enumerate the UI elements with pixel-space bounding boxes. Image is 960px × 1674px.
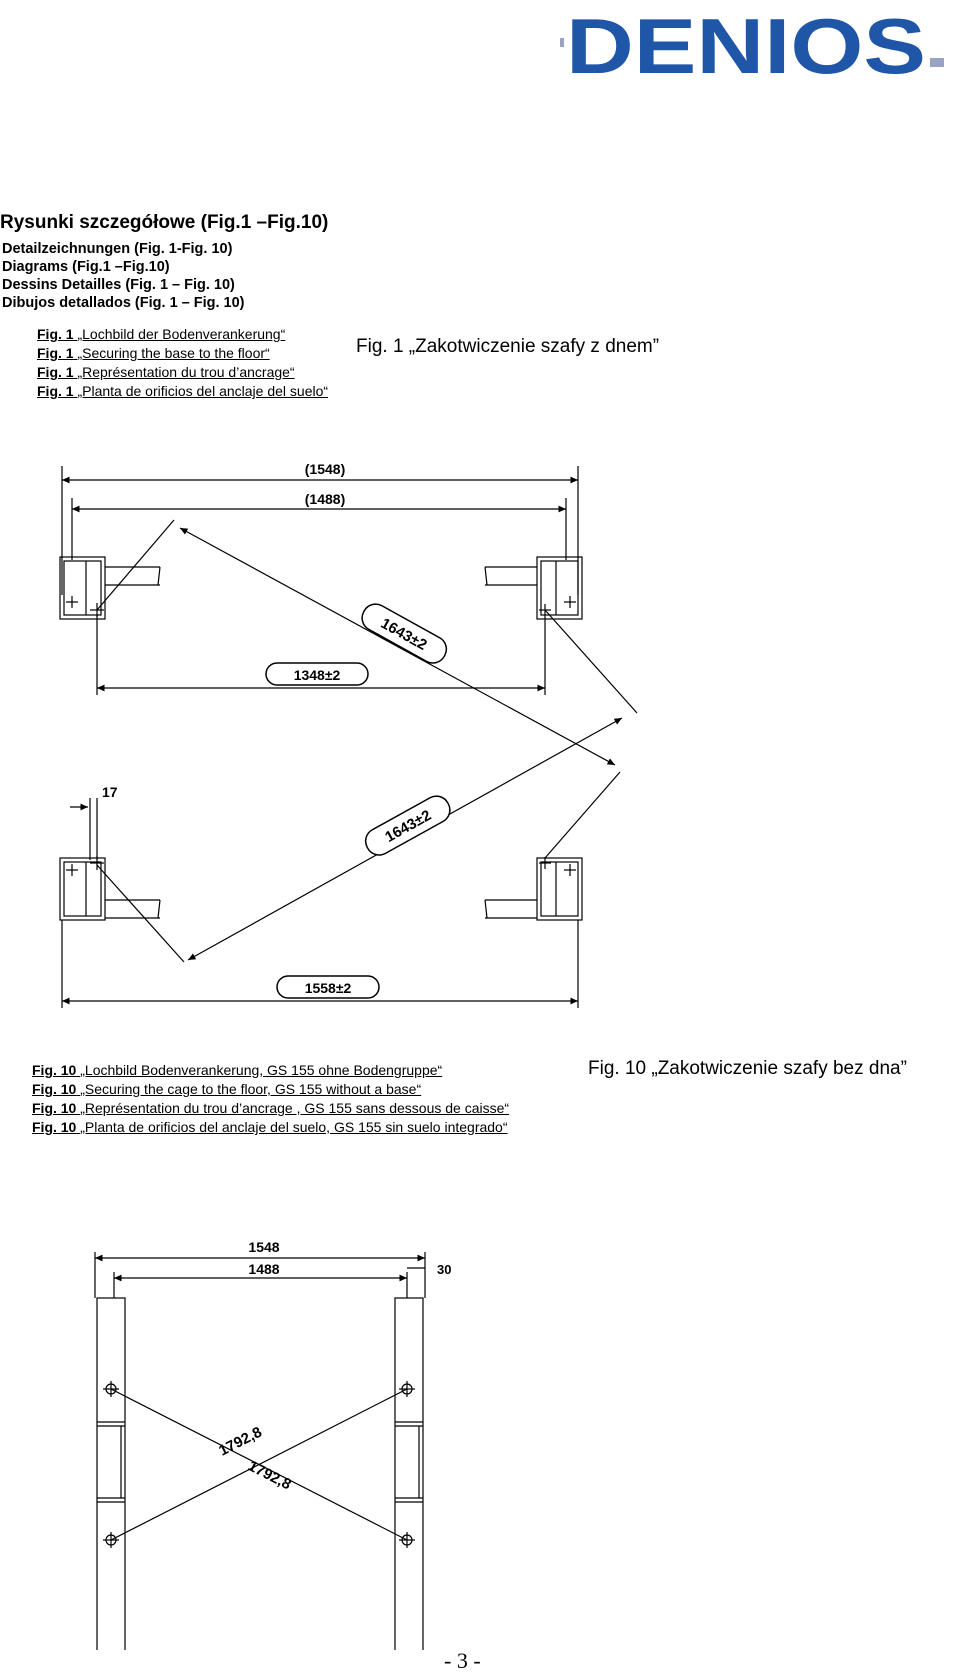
offset-label: 17 (102, 784, 118, 800)
foot-top-right (484, 556, 583, 620)
diag2-label: 1792,8 (245, 1457, 294, 1493)
diag2-leader (96, 864, 185, 963)
subtitle-en: Diagrams (Fig.1 –Fig.10) (2, 259, 170, 275)
diag1-leader (96, 519, 175, 611)
foot-bottom-left (59, 856, 161, 921)
dim-inner-label: 1488 (248, 1261, 279, 1277)
dim-outer-label: 1548 (248, 1239, 279, 1255)
foot-bottom-right (484, 857, 583, 921)
diag1-leader (544, 609, 638, 714)
fig10-drawing: 1548 1488 30 1792,8 1792,8 (94, 1239, 451, 1650)
logo-accent-right (930, 58, 944, 67)
fig10-caption-fr: Fig. 10 „Représentation du trou d’ancrag… (32, 1100, 510, 1116)
dim-inner-label: (1488) (305, 491, 345, 507)
fig1-caption-de: Fig. 1 „Lochbild der Bodenverankerung“ (37, 326, 286, 342)
fig10-caption-de: Fig. 10 „Lochbild Bodenverankerung, GS 1… (32, 1062, 443, 1078)
left-rail (96, 1297, 126, 1650)
dim-side-label: 30 (437, 1262, 451, 1277)
logo-accent-left-2 (560, 38, 564, 47)
diag1-line (179, 527, 616, 766)
main-title: Rysunki szczegółowe (Fig.1 –Fig.10) (0, 212, 329, 233)
dim-span-bottom-label: 1558±2 (305, 980, 352, 996)
fig1-polish-caption: Fig. 1 „Zakotwiczenie szafy z dnem” (356, 336, 660, 357)
subtitle-de: Detailzeichnungen (Fig. 1-Fig. 10) (2, 241, 233, 257)
subtitle-es: Dibujos detallados (Fig. 1 – Fig. 10) (2, 295, 245, 311)
fig10-caption-en: Fig. 10 „Securing the cage to the floor,… (32, 1081, 422, 1097)
logo-text: DENIOS (566, 2, 926, 90)
fig1-caption-es: Fig. 1 „Planta de orificios del anclaje … (37, 383, 329, 399)
denios-logo: DENIOS (560, 2, 944, 90)
diag1-label: 1792,8 (216, 1424, 265, 1460)
fig1-caption-en: Fig. 1 „Securing the base to the floor“ (37, 345, 270, 361)
fig10-polish-caption: Fig. 10 „Zakotwiczenie szafy bez dna” (588, 1058, 907, 1079)
right-rail (394, 1297, 424, 1650)
fig10-caption-es: Fig. 10 „Planta de orificios del anclaje… (32, 1119, 508, 1135)
dim-span-top-label: 1348±2 (294, 667, 341, 683)
diag-line-b (110, 1388, 408, 1541)
dim-outer-label: (1548) (305, 461, 345, 477)
foot-top-left (59, 556, 161, 620)
subtitle-fr: Dessins Detailles (Fig. 1 – Fig. 10) (2, 277, 235, 293)
fig1-drawing: (1548) (1488) 1348±2 1643±2 (59, 458, 638, 1008)
diag2-leader (544, 771, 621, 859)
page-number: - 3 - (444, 1648, 481, 1673)
fig1-caption-fr: Fig. 1 „Représentation du trou d’ancrage… (37, 364, 295, 380)
